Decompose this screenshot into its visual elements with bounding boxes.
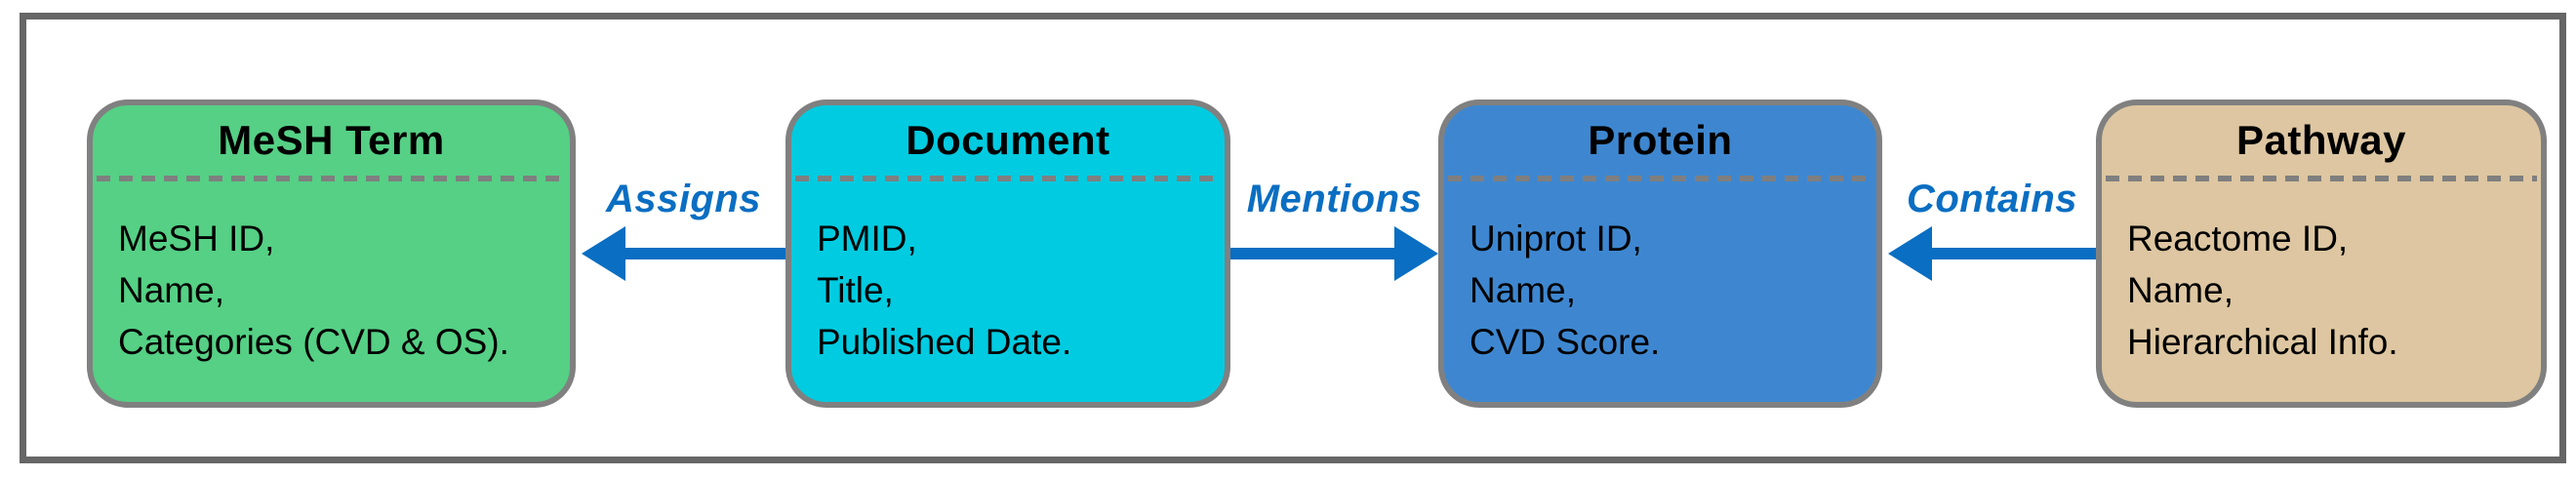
entity-attribute: Reactome ID, <box>2127 219 2349 258</box>
left-arrow-icon <box>1888 226 2096 281</box>
entity-attribute: Title, <box>817 270 894 310</box>
entity-box-pathway: Pathway Reactome ID, Name, Hierarchical … <box>2096 99 2547 408</box>
entity-divider <box>1448 176 1872 181</box>
entity-title: Protein <box>1588 117 1733 163</box>
relation-label: Assigns <box>605 178 762 220</box>
entity-title: Document <box>906 117 1110 163</box>
entity-box-protein: Protein Uniprot ID, Name, CVD Score. <box>1438 99 1882 408</box>
entity-attribute: Name, <box>118 270 224 310</box>
right-arrowhead-icon <box>1394 226 1438 281</box>
right-arrow-icon <box>1230 226 1438 281</box>
entity-attributes: Uniprot ID, Name, CVD Score. <box>1444 181 1876 368</box>
relation-mentions: Mentions <box>1230 178 1438 281</box>
entity-attributes: Reactome ID, Name, Hierarchical Info. <box>2102 181 2541 368</box>
entity-attribute: PMID, <box>817 219 917 258</box>
entity-attribute: Published Date. <box>817 322 1072 362</box>
entity-attribute: CVD Score. <box>1469 322 1661 362</box>
entity-box-document: Document PMID, Title, Published Date. <box>785 99 1230 408</box>
left-arrow-icon <box>582 226 785 281</box>
entity-divider <box>795 176 1221 181</box>
diagram-frame: MeSH Term MeSH ID, Name, Categories (CVD… <box>20 13 2566 463</box>
entity-attributes: MeSH ID, Name, Categories (CVD & OS). <box>93 181 570 368</box>
entity-attribute: Hierarchical Info. <box>2127 322 2398 362</box>
relation-label: Contains <box>1906 178 2078 220</box>
arrow-shaft <box>623 248 785 259</box>
entity-attribute: Name, <box>1469 270 1576 310</box>
entity-attribute: Categories (CVD & OS). <box>118 322 509 362</box>
relation-label: Mentions <box>1246 178 1423 220</box>
arrow-shaft <box>1929 248 2096 259</box>
relation-assigns: Assigns <box>582 178 785 281</box>
entity-attribute: MeSH ID, <box>118 219 275 258</box>
entity-divider <box>97 176 566 181</box>
entity-divider <box>2106 176 2537 181</box>
entity-attribute: Uniprot ID, <box>1469 219 1642 258</box>
left-arrowhead-icon <box>1888 226 1932 281</box>
relation-contains: Contains <box>1888 178 2096 281</box>
entity-attribute: Name, <box>2127 270 2234 310</box>
left-arrowhead-icon <box>582 226 625 281</box>
entity-box-mesh-term: MeSH Term MeSH ID, Name, Categories (CVD… <box>87 99 576 408</box>
entity-title: MeSH Term <box>218 117 445 163</box>
entity-attributes: PMID, Title, Published Date. <box>791 181 1225 368</box>
arrow-shaft <box>1230 248 1397 259</box>
entity-title: Pathway <box>2236 117 2406 163</box>
